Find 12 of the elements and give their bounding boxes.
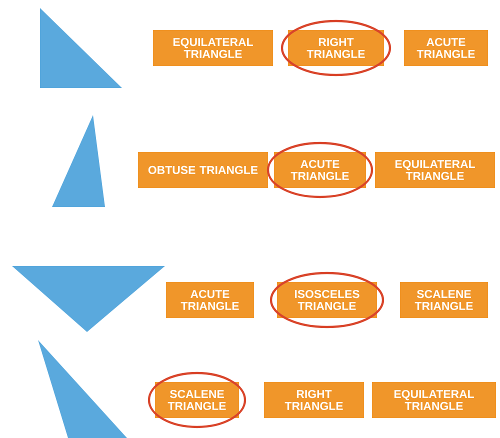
answer-label: OBTUSE TRIANGLE bbox=[138, 152, 268, 188]
answer-label: EQUILATERAL TRIANGLE bbox=[375, 152, 495, 188]
answer-label: ACUTE TRIANGLE bbox=[404, 30, 488, 66]
answer-label: ACUTE TRIANGLE bbox=[166, 282, 254, 318]
answer-label: ISOSCELES TRIANGLE bbox=[277, 282, 377, 318]
answer-label: RIGHT TRIANGLE bbox=[288, 30, 384, 66]
answer-label: SCALENE TRIANGLE bbox=[155, 382, 239, 418]
answer-label: EQUILATERAL TRIANGLE bbox=[372, 382, 496, 418]
answer-label: EQUILATERAL TRIANGLE bbox=[153, 30, 273, 66]
answer-label: RIGHT TRIANGLE bbox=[264, 382, 364, 418]
answer-label: ACUTE TRIANGLE bbox=[274, 152, 366, 188]
answer-label: SCALENE TRIANGLE bbox=[400, 282, 488, 318]
